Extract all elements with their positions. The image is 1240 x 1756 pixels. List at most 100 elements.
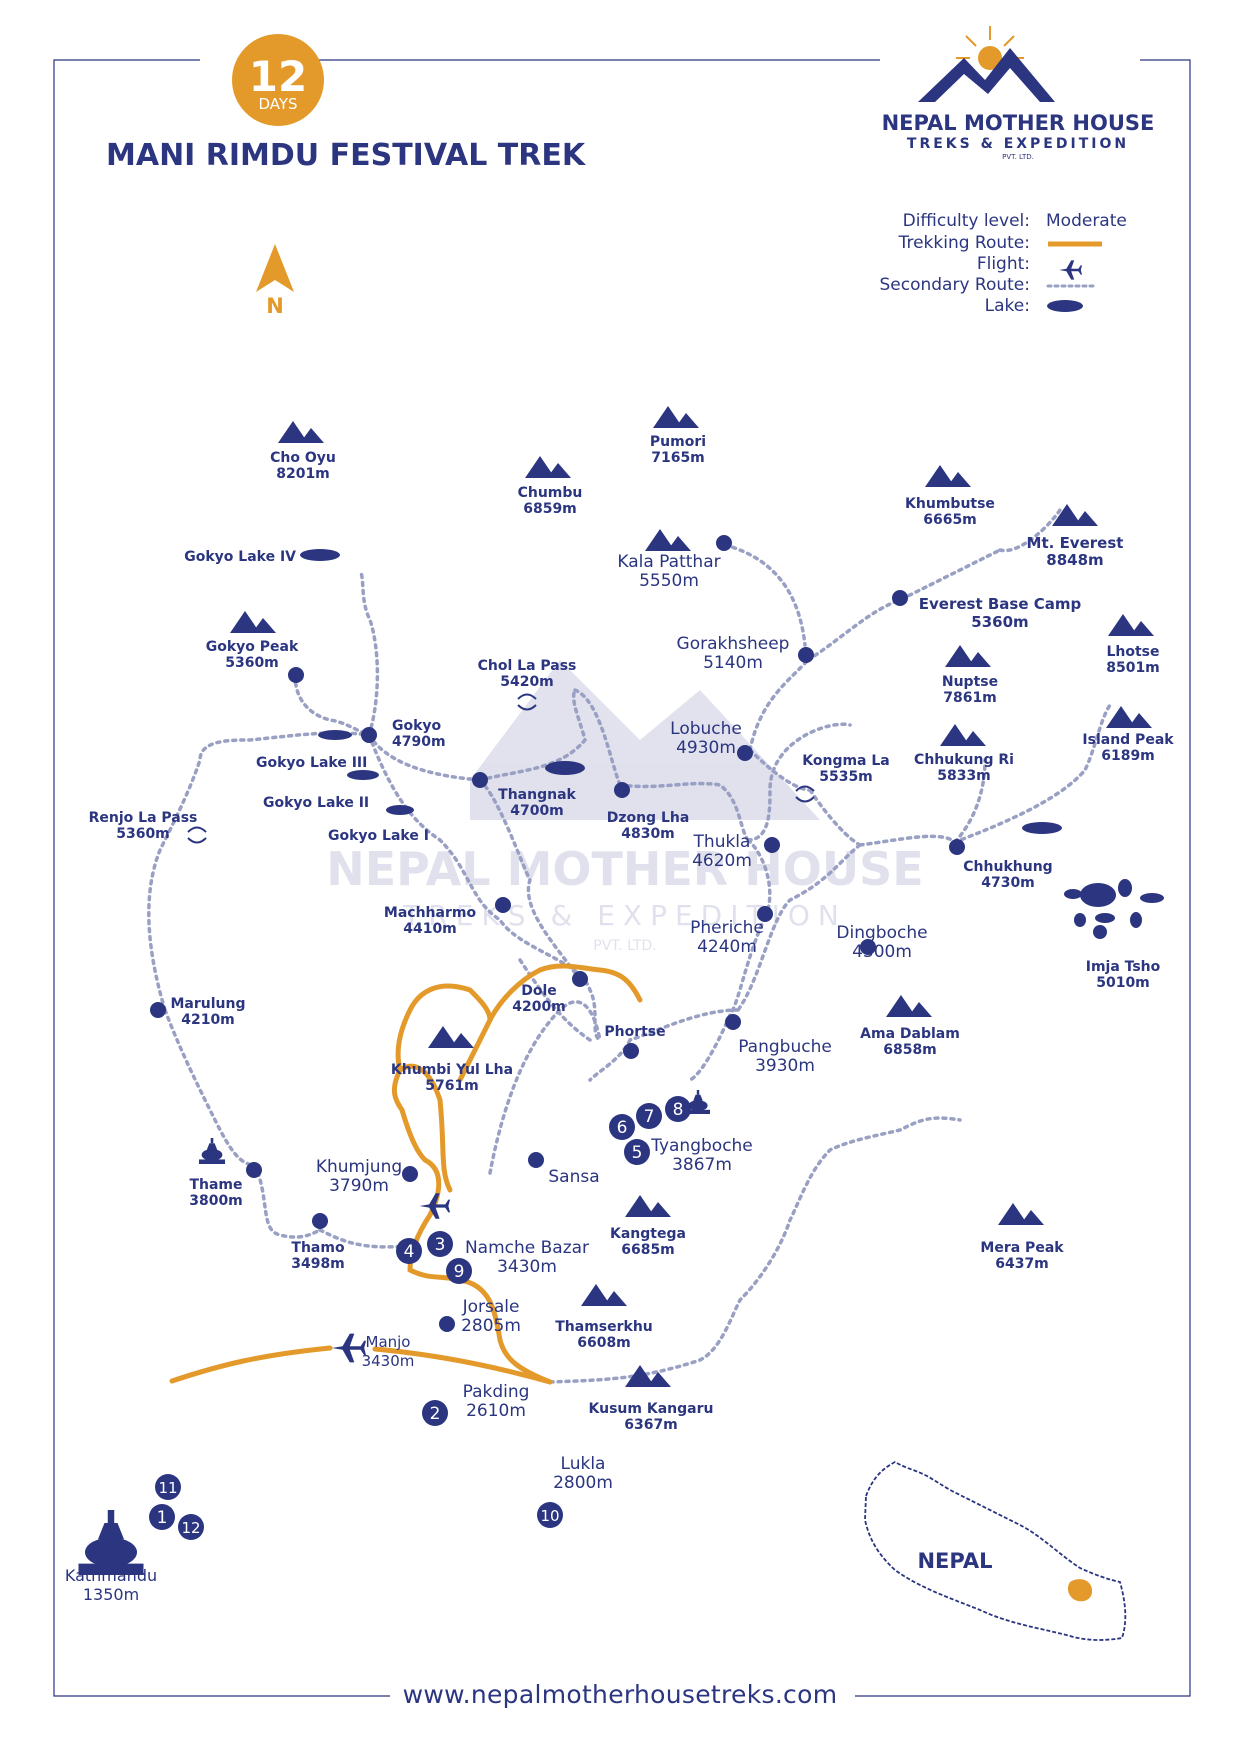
watermark-line3: PVT. LTD. — [593, 938, 656, 954]
pheriche-dot — [757, 906, 773, 922]
place-name: Dole — [521, 983, 557, 999]
day-marker-8-label: 8 — [673, 1100, 684, 1120]
peak-name: Thamserkhu — [555, 1319, 653, 1335]
peak-name: Kala Patthar — [617, 552, 720, 572]
peak-alt: 5833m — [937, 768, 991, 784]
chumbu-peak-icon — [525, 456, 571, 478]
place-alt: 4410m — [403, 921, 457, 937]
peak-name: Kusum Kangaru — [589, 1401, 714, 1417]
day-marker-7-label: 7 — [644, 1107, 655, 1127]
dole-dot — [572, 971, 588, 987]
place-name: Thukla — [693, 832, 751, 852]
peak-name: Mera Peak — [980, 1240, 1064, 1256]
place-name: Thangnak — [498, 787, 576, 803]
place-alt: 4300m — [852, 942, 912, 962]
peak-alt: 6665m — [923, 512, 977, 528]
place-name: Manjo — [366, 1333, 411, 1351]
website-url[interactable]: www.nepalmotherhousetreks.com — [402, 1680, 838, 1709]
peak-alt: 5761m — [425, 1078, 479, 1094]
place-alt: 5360m — [971, 613, 1028, 631]
sun-icon — [956, 26, 1024, 70]
lake-label-gokyo-ii: Gokyo Lake II — [263, 795, 369, 811]
kala-patthar-peak-icon — [645, 529, 691, 551]
dingboche-dot — [860, 939, 876, 955]
legend-difficulty-label: Difficulty level: — [903, 211, 1030, 231]
peak-name: Khumbutse — [905, 496, 995, 512]
peak-alt: 6858m — [883, 1042, 937, 1058]
peak-name: Pumori — [650, 434, 706, 450]
island-peak-icon — [1106, 706, 1152, 728]
peak-name: Khumbi Yul Lha — [391, 1062, 513, 1078]
place-name: Gorakhsheep — [677, 634, 790, 654]
logo-mountain-icon — [918, 48, 1055, 102]
sansa-dot — [528, 1152, 544, 1168]
legend-difficulty-value: Moderate — [1046, 211, 1127, 231]
peak-name: Mt. Everest — [1027, 534, 1124, 552]
machharmo-dot — [495, 897, 511, 913]
day-marker-3-label: 3 — [435, 1235, 446, 1255]
place-alt: 4240m — [697, 937, 757, 957]
sansa-label: Sansa — [548, 1167, 599, 1187]
day-marker-5: 5 — [624, 1139, 650, 1165]
place-name: Kathmandu — [65, 1566, 157, 1585]
place-alt: 3498m — [291, 1256, 345, 1272]
place-name: Thamo — [291, 1240, 345, 1256]
day-marker-11-label: 11 — [158, 1479, 177, 1497]
place-name: Pangbuche — [738, 1037, 832, 1057]
khumbutse-peak-icon — [925, 465, 971, 487]
chhukhung-dot — [949, 839, 965, 855]
kala-patthar-dot — [716, 535, 732, 551]
lake-labels: Gokyo Lake IV Gokyo Lake III Gokyo Lake … — [184, 549, 429, 844]
pangbuche-dot — [725, 1014, 741, 1030]
place-name: Lobuche — [670, 719, 742, 739]
watermark-line1: NEPAL MOTHER HOUSE — [326, 842, 923, 896]
peak-name: Lhotse — [1106, 644, 1159, 660]
gokyo-peak-dot — [288, 667, 304, 683]
day-marker-9-label: 9 — [454, 1262, 465, 1282]
nepal-inset-map: NEPAL — [864, 1460, 1127, 1641]
thame-dot — [246, 1162, 262, 1178]
thukla-dot — [764, 837, 780, 853]
lake-gokyo-iii — [318, 730, 352, 740]
days-badge: 12 DAYS — [232, 34, 324, 126]
peak-alt: 5360m — [225, 655, 279, 671]
north-arrow-icon: N — [256, 244, 294, 318]
lake-label-gokyo-iii: Gokyo Lake III — [256, 755, 367, 771]
khumbi-yul-lha-peak-icon — [428, 1026, 474, 1048]
place-name: Kongma La — [802, 753, 890, 769]
gokyo-peak-icon — [230, 611, 276, 633]
day-marker-11: 11 — [155, 1474, 181, 1500]
peak-alt: 6685m — [621, 1242, 675, 1258]
place-name: Tyangboche — [650, 1136, 753, 1156]
legend-secondary-route: Secondary Route: — [879, 275, 1030, 295]
place-alt: 4790m — [392, 734, 446, 750]
place-name: Everest Base Camp — [919, 595, 1082, 613]
legend-flight: Flight: — [977, 254, 1030, 274]
peak-alt: 7861m — [943, 690, 997, 706]
peak-alt: 6608m — [577, 1335, 631, 1351]
place-alt: 4700m — [510, 803, 564, 819]
place-name: Namche Bazar — [465, 1238, 589, 1258]
day-marker-7: 7 — [636, 1103, 662, 1129]
mera-peak-icon — [998, 1203, 1044, 1225]
thamserkhu-peak-icon — [581, 1284, 627, 1306]
place-name: Imja Tsho — [1086, 959, 1161, 975]
place-alt: 4200m — [512, 999, 566, 1015]
place-name: Pakding — [463, 1382, 530, 1402]
day-marker-10-label: 10 — [540, 1507, 559, 1525]
